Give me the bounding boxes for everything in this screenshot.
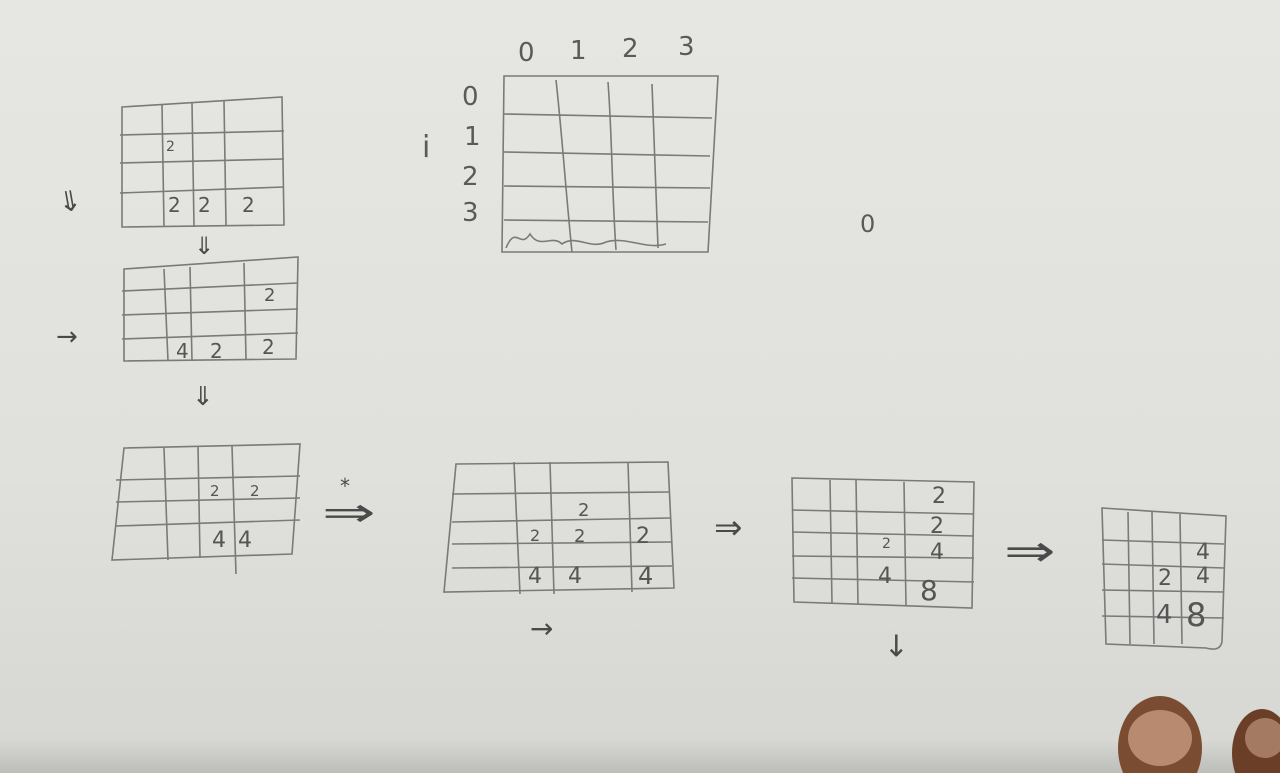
cell-value: 2: [264, 285, 276, 306]
grid-step-1: 2 2 2 2: [118, 95, 288, 239]
cell-value: 4: [176, 339, 189, 363]
cell-value: 8: [1186, 596, 1207, 634]
double-arrow-right-icon: ⇒: [1004, 526, 1056, 577]
row-label: 2: [462, 162, 479, 192]
grid-step-1-lines: [119, 96, 285, 228]
arrow-down-icon: →: [879, 632, 915, 659]
cell-value: 4: [1196, 540, 1210, 565]
reference-grid-lines: [501, 75, 719, 253]
grid-step-3: 2 2 4 4: [106, 440, 306, 584]
axis-label: i: [422, 130, 431, 165]
grid-step-5-lines: [791, 477, 975, 609]
grid-step-2-lines: [121, 256, 299, 362]
grid-step-6-lines: [1101, 507, 1227, 650]
column-label: 3: [678, 32, 695, 62]
grid-step-3-lines: [111, 443, 301, 575]
cell-value: 2: [530, 526, 541, 545]
page-edge-shadow: [0, 740, 1280, 773]
arrow-down-icon: ⇓: [192, 382, 214, 412]
grid-step-6: 4 2 4 4 8: [1096, 506, 1236, 660]
cell-value: 2: [198, 193, 211, 217]
cell-value: 4: [1196, 564, 1210, 589]
column-label: 1: [570, 36, 587, 66]
cell-value: 2: [166, 139, 175, 155]
cell-value: 2: [262, 335, 275, 359]
cell-value: 4: [568, 564, 582, 589]
grid-step-4-lines: [443, 461, 675, 595]
finger-image: [1118, 696, 1280, 773]
cell-value: 2: [210, 339, 223, 363]
cell-value: 2: [168, 193, 181, 217]
cell-value: 4: [238, 528, 252, 553]
cell-value: 2: [210, 482, 220, 500]
cell-value: 4: [212, 528, 226, 553]
double-arrow-right-icon: ⇒: [322, 490, 376, 536]
cell-value: 4: [528, 564, 542, 589]
cell-value: 4: [638, 562, 654, 590]
cell-value: 4: [1156, 600, 1173, 630]
cell-value: 2: [574, 526, 586, 547]
double-arrow-right-icon: ⇒: [714, 508, 743, 548]
arrow-right-icon: →: [530, 612, 554, 645]
cell-value: 2: [578, 500, 590, 521]
cell-value: 4: [930, 540, 944, 565]
side-mark: 0: [860, 210, 876, 238]
column-label: 0: [518, 38, 535, 68]
grid-step-4: 2 2 2 2 4 4 4: [440, 458, 680, 612]
cell-value: 2: [882, 536, 891, 552]
cell-value: 2: [1158, 566, 1172, 591]
cell-value: 2: [636, 524, 650, 549]
grid-step-5: 2 2 2 4 4 8: [786, 474, 986, 623]
column-label: 2: [622, 34, 639, 64]
cell-value: 2: [932, 484, 946, 509]
row-label: 1: [464, 122, 481, 152]
cell-value: 2: [242, 193, 255, 217]
cell-value: 8: [920, 574, 938, 607]
arrow-down-icon: ⇓: [194, 232, 215, 260]
star-label: *: [340, 474, 350, 498]
cell-value: 2: [250, 482, 260, 500]
cell-value: 2: [930, 514, 944, 539]
row-label: 0: [462, 82, 479, 112]
grid-step-2: 2 4 2 2: [118, 255, 308, 369]
arrow-right-icon: →: [56, 322, 78, 352]
cell-value: 4: [878, 564, 892, 589]
row-label: 3: [462, 198, 479, 228]
